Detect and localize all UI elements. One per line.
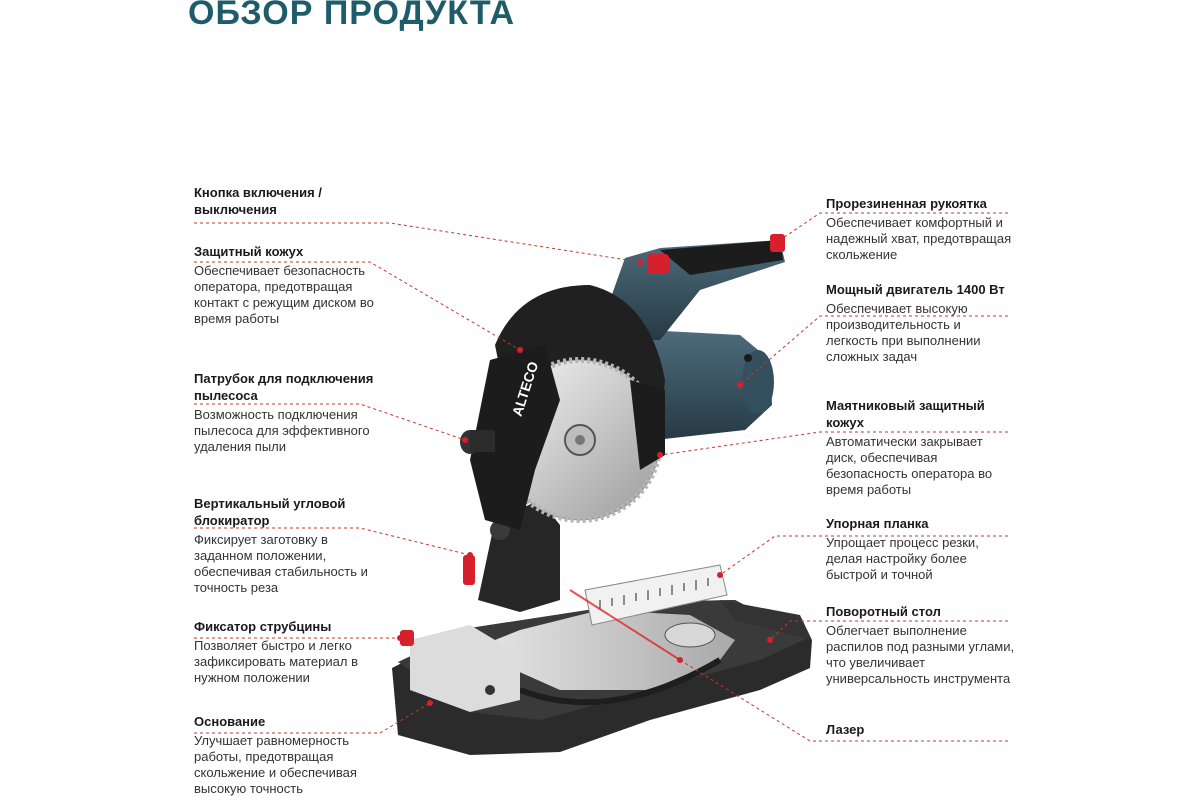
- leader-lines: [194, 212, 1008, 742]
- laser-beam: [569, 589, 681, 661]
- callout-title: Кнопка включения / выключения: [194, 185, 322, 217]
- callout-power-button: Кнопка включения / выключения: [194, 184, 384, 218]
- angle-lock-knob: [463, 555, 475, 585]
- leader-dots: [397, 237, 783, 706]
- callout-pendulum-guard: Маятниковый защитный кожух Автоматически…: [826, 397, 1016, 498]
- page-title: ОБЗОР ПРОДУКТА: [188, 0, 516, 32]
- motor: [645, 330, 774, 440]
- callout-title: Лазер: [826, 722, 865, 737]
- dust-port: [460, 430, 495, 454]
- callout-title: Патрубок для подключения пылесоса: [194, 371, 374, 403]
- callout-desc: Обеспечивает комфортный и надежный хват,…: [826, 215, 1012, 262]
- callout-desc: Улучшает равномерность работы, предотвра…: [194, 733, 357, 796]
- fence: [584, 564, 812, 640]
- callout-title: Поворотный стол: [826, 604, 941, 619]
- clamp-knob: [400, 630, 414, 646]
- callout-desc: Автоматически закрывает диск, обеспечива…: [826, 434, 993, 497]
- callout-title: Основание: [194, 714, 266, 729]
- callout-desc: Фиксирует заготовку в заданном положении…: [194, 532, 368, 595]
- pendulum-guard: [470, 345, 560, 530]
- callout-title: Вертикальный угловой блокиратор: [194, 496, 346, 528]
- callout-guard: Защитный кожух Обеспечивает безопасность…: [194, 243, 384, 327]
- callout-title: Упорная планка: [826, 516, 929, 531]
- saw-base: [392, 600, 812, 755]
- handle: [610, 234, 785, 340]
- callout-title: Прорезиненная рукоятка: [826, 196, 987, 211]
- callout-base: Основание Улучшает равномерность работы,…: [194, 713, 384, 797]
- callout-turntable: Поворотный стол Облегчает выполнение рас…: [826, 603, 1016, 687]
- callout-desc: Позволяет быстро и легко зафиксировать м…: [194, 638, 358, 685]
- callout-angle-lock: Вертикальный угловой блокиратор Фиксируе…: [194, 495, 384, 596]
- callout-title: Маятниковый защитный кожух: [826, 398, 985, 430]
- callout-desc: Упрощает процесс резки, делая настройку …: [826, 535, 979, 582]
- callout-handle: Прорезиненная рукоятка Обеспечивает комф…: [826, 195, 1016, 263]
- callout-title: Мощный двигатель 1400 Вт: [826, 282, 1005, 297]
- callout-clamp: Фиксатор струбцины Позволяет быстро и ле…: [194, 618, 384, 686]
- callout-fence: Упорная планка Упрощает процесс резки, д…: [826, 515, 1016, 583]
- callout-motor: Мощный двигатель 1400 Вт Обеспечивает вы…: [826, 281, 1016, 365]
- callout-title: Защитный кожух: [194, 244, 304, 259]
- callout-desc: Возможность подключения пылесоса для эфф…: [194, 407, 370, 454]
- callout-desc: Обеспечивает высокую производительность …: [826, 301, 981, 364]
- callout-title: Фиксатор струбцины: [194, 619, 332, 634]
- callout-desc: Обеспечивает безопасность оператора, пре…: [194, 263, 374, 326]
- callout-laser: Лазер: [826, 721, 1016, 738]
- callout-dust-port: Патрубок для подключения пылесоса Возмож…: [194, 370, 384, 455]
- callout-desc: Облегчает выполнение распилов под разным…: [826, 623, 1015, 686]
